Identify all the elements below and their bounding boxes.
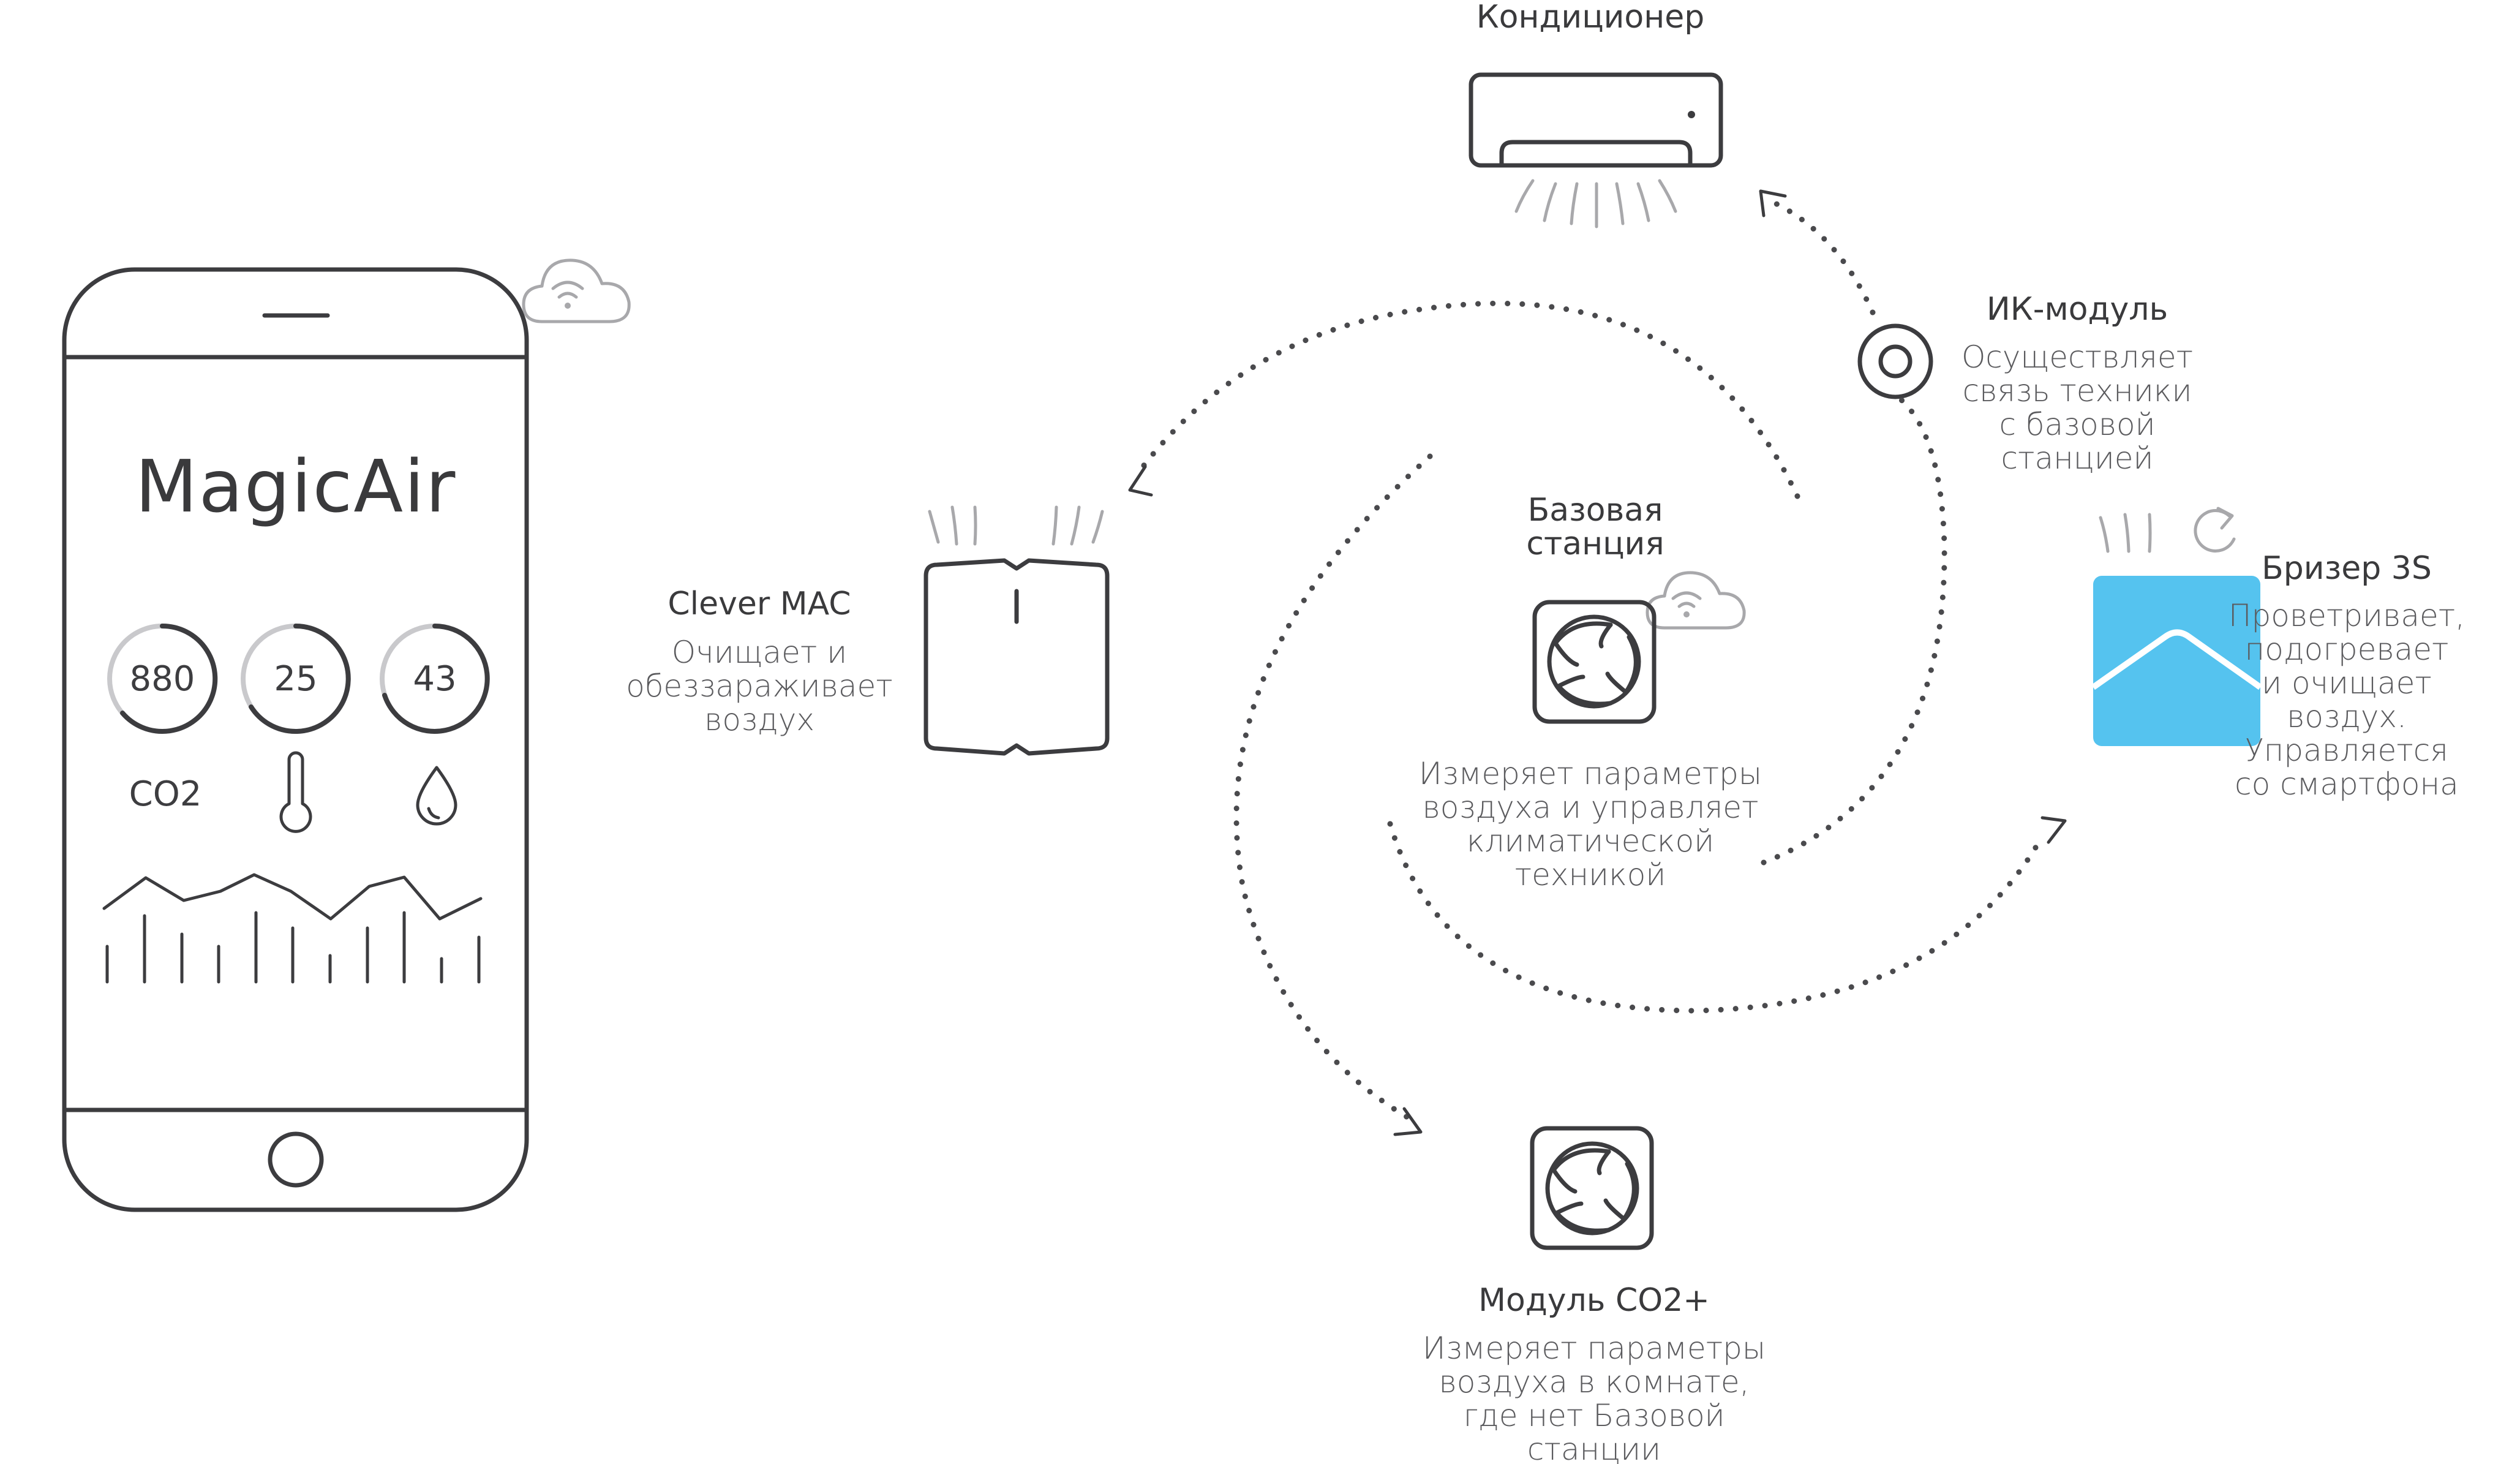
clever-mac-icon	[923, 505, 1110, 756]
mini-chart	[102, 873, 483, 984]
co2-module-desc-4: станции	[1527, 1432, 1661, 1464]
arrow-head-icon	[1759, 189, 1787, 217]
breezer-title: Бризер 3S	[2262, 550, 2432, 587]
clever-mac-desc-3: воздух	[704, 702, 814, 738]
flow-to-clever-mac	[1136, 300, 1800, 499]
base-station-title-1: Базовая	[1528, 492, 1663, 529]
breezer-desc-3: и очищает	[2262, 665, 2432, 701]
smartphone	[62, 267, 529, 1212]
humidity-value: 43	[413, 659, 456, 699]
flow-to-ir-module	[1761, 392, 1947, 866]
clever-mac-desc-1: Очищает и	[672, 635, 847, 670]
breezer-icon[interactable]	[2091, 513, 2262, 746]
co2-label: CO2	[129, 774, 202, 814]
co2-module-desc-1: Измеряет параметры	[1423, 1330, 1766, 1366]
co2-module-title: Модуль CO2+	[1478, 1282, 1710, 1319]
flow-to-co2-module	[1233, 453, 1433, 1121]
air-conditioner-icon	[1469, 72, 1723, 228]
arrow-head-icon	[1393, 1107, 1423, 1136]
ir-module-title: ИК-модуль	[1987, 291, 2168, 328]
ir-module-desc-2: связь техники	[1963, 373, 2192, 409]
flow-to-conditioner	[1770, 199, 1876, 315]
breezer-desc-1: Проветривает,	[2229, 598, 2465, 633]
gauge-co2: 880	[107, 623, 218, 734]
ir-module-icon[interactable]	[1857, 323, 1933, 399]
cloud-wifi-icon	[522, 258, 631, 323]
arrow-head-icon	[2040, 816, 2067, 844]
base-station-desc-3: климатической	[1467, 823, 1714, 859]
base-station-icon[interactable]	[1532, 600, 1657, 724]
breezer-desc-4: воздух.	[2287, 699, 2407, 734]
thermometer-icon	[279, 751, 312, 833]
base-station-desc-2: воздуха и управляет	[1422, 790, 1758, 825]
breezer-desc-2: подогревает	[2245, 632, 2449, 667]
gauge-humidity: 43	[380, 624, 490, 734]
gauge-temperature: 25	[241, 624, 351, 734]
water-drop-icon	[416, 766, 457, 826]
clever-mac-title: Clever MAC	[668, 586, 851, 622]
breezer-desc-6: со смартфона	[2235, 766, 2459, 802]
co2-module-desc-2: воздуха в комнате,	[1439, 1364, 1749, 1400]
base-station-desc-4: техникой	[1515, 857, 1666, 892]
arrow-head-icon	[1128, 465, 1153, 497]
refresh-icon	[2194, 507, 2236, 553]
co2-module-icon[interactable]	[1530, 1126, 1654, 1250]
ir-module-desc-1: Осуществляет	[1961, 339, 2193, 375]
home-button-icon[interactable]	[268, 1131, 324, 1188]
ir-module-desc-3: с базовой	[1999, 407, 2155, 442]
ir-module-desc-4: станцией	[2001, 440, 2154, 476]
app-logo: MagicAir	[135, 444, 457, 529]
flow-to-breezer	[1387, 821, 2045, 1014]
base-station-desc-1: Измеряет параметры	[1419, 756, 1762, 791]
co2-value: 880	[130, 659, 195, 699]
base-station-title-2: станция	[1526, 526, 1664, 562]
clever-mac-desc-2: обеззараживает	[626, 668, 893, 704]
cloud-wifi-icon	[1646, 571, 1746, 630]
breezer-desc-5: Управляется	[2245, 733, 2448, 768]
conditioner-title: Кондиционер	[1476, 0, 1704, 36]
temperature-value: 25	[274, 659, 317, 699]
co2-module-desc-3: где нет Базовой	[1463, 1398, 1725, 1433]
